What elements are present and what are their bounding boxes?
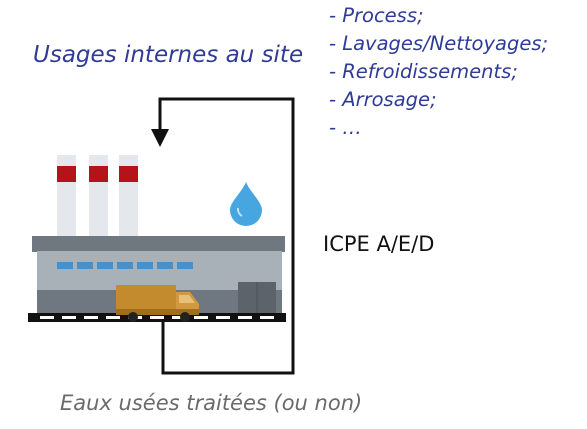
wastewater-label: Eaux usées traitées (ou non)	[60, 391, 363, 415]
factory-icon	[28, 155, 286, 322]
uses-list: - Process; - Lavages/Nettoyages; - Refro…	[329, 2, 548, 142]
use-item-washing: - Lavages/Nettoyages;	[329, 32, 549, 55]
use-item-cooling: - Refroidissements;	[329, 60, 518, 83]
arrow-down-icon	[151, 129, 169, 147]
water-drop-icon	[230, 182, 262, 226]
recirculation-loop-line	[158, 97, 295, 375]
internal-uses-title: Usages internes au site	[33, 42, 304, 68]
delivery-truck-icon	[116, 285, 199, 322]
use-item-more: - …	[329, 116, 362, 139]
use-item-watering: - Arrosage;	[329, 88, 437, 111]
use-item-process: - Process;	[329, 4, 424, 27]
facility-label: ICPE A/E/D	[323, 232, 435, 256]
